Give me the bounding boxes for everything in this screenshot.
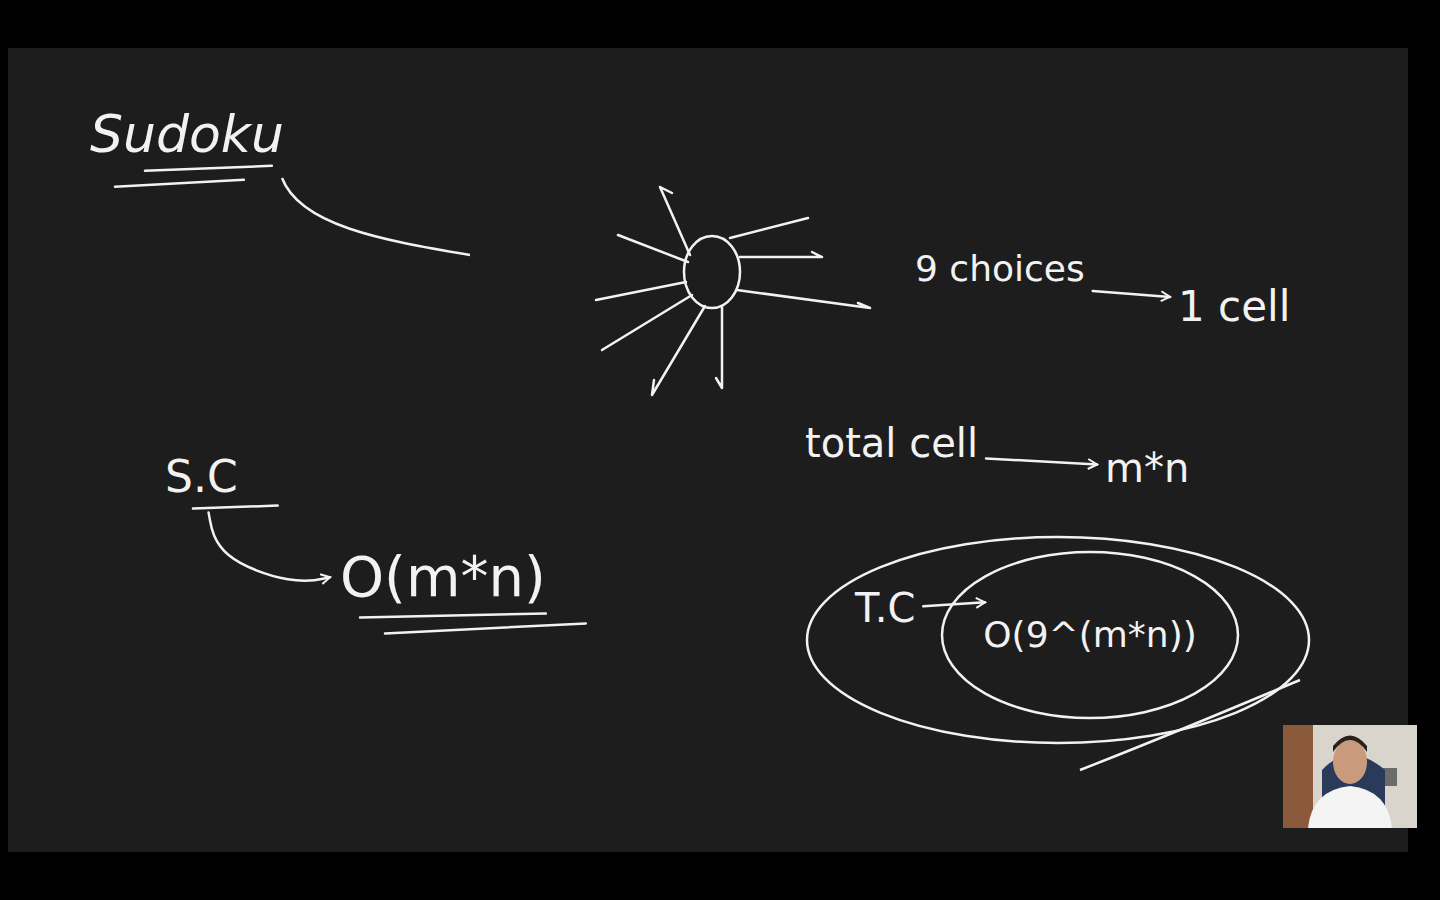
choice-star [596, 187, 870, 395]
chalk-stroke [282, 178, 470, 255]
underline [145, 166, 272, 171]
underline [385, 623, 586, 633]
underline [115, 180, 244, 187]
chalk-arrow [209, 513, 330, 581]
chalk-stroke [1080, 680, 1300, 770]
formula-ellipse: O(9^(m*n)) [940, 550, 1240, 720]
cell-note: 1 cell [1178, 283, 1290, 331]
chalk-arrow [1093, 291, 1170, 297]
formula-note: m*n [1105, 445, 1189, 491]
choice-note: 9 choices [915, 248, 1085, 289]
space-label: S.C [165, 452, 238, 503]
complexity-ellipse: T.C O(9^(m*n)) [805, 535, 1311, 745]
webcam-inset [1283, 725, 1417, 828]
underline [193, 506, 278, 509]
total-note: total cell [805, 420, 978, 466]
underline [360, 613, 546, 617]
complexity-formula: O(9^(m*n)) [983, 614, 1196, 655]
board-heading: Sudoku [90, 105, 284, 165]
complexity-label: T.C [855, 585, 915, 631]
chalk-arrow [986, 459, 1097, 465]
space-formula: O(m*n) [340, 545, 546, 609]
blackboard [8, 48, 1408, 852]
